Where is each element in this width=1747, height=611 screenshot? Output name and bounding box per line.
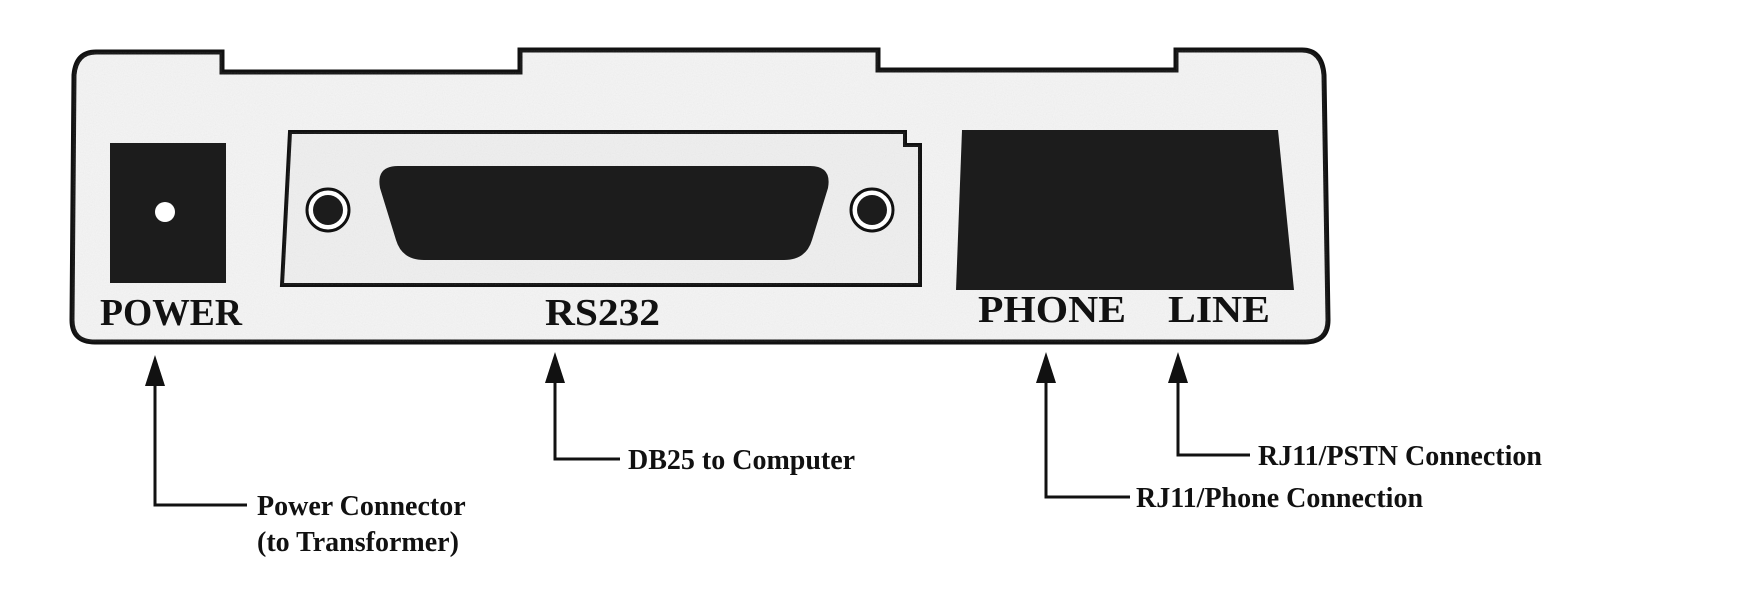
line-arrowhead xyxy=(1168,352,1188,383)
db25-arrowhead xyxy=(545,352,565,383)
db25-callout-arrow xyxy=(553,372,620,461)
db25-right-screw-center xyxy=(857,195,887,225)
db25-connector xyxy=(379,166,829,260)
phone-callout-arrow xyxy=(1044,372,1130,499)
db25-callout-label: DB25 to Computer xyxy=(628,445,855,476)
line-callout-label: RJ11/PSTN Connection xyxy=(1258,441,1542,472)
phone-arrowhead xyxy=(1036,352,1056,383)
power-callout-label-line2: (to Transformer) xyxy=(257,527,459,558)
power-panel-label: POWER xyxy=(100,292,243,334)
rj11-block xyxy=(956,130,1294,290)
db25-left-screw-center xyxy=(313,195,343,225)
line-callout-arrow xyxy=(1176,372,1250,457)
rs232-panel-label: RS232 xyxy=(545,292,660,334)
power-arrowhead xyxy=(145,355,165,386)
power-callout-label-line1: Power Connector xyxy=(257,491,466,522)
phone-panel-label: PHONE xyxy=(978,289,1126,331)
power-jack-hole xyxy=(155,202,175,222)
line-panel-label: LINE xyxy=(1168,289,1270,331)
power-callout-arrow xyxy=(153,372,247,507)
phone-callout-label: RJ11/Phone Connection xyxy=(1136,483,1423,514)
